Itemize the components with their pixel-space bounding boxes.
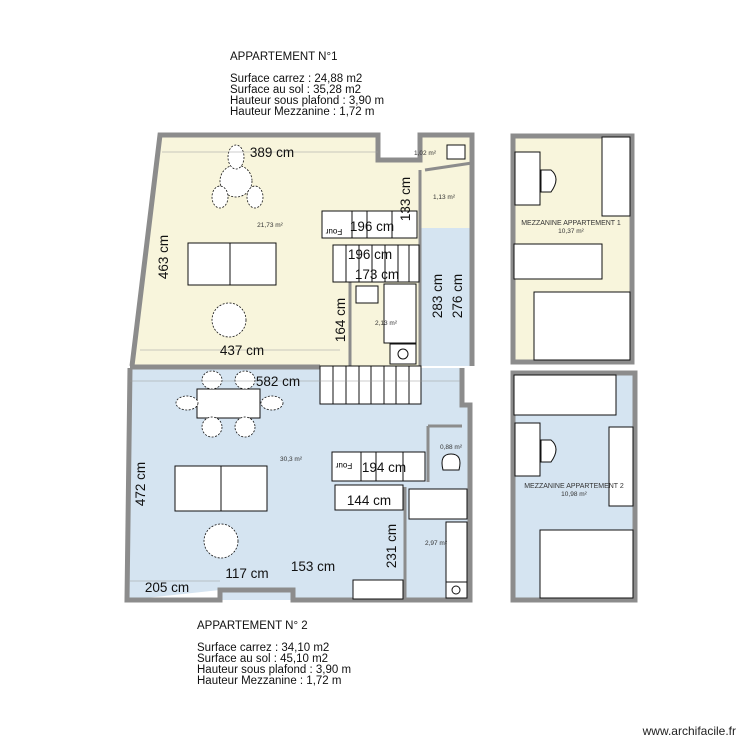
apartment2-line: Hauteur sous plafond : 3,90 m	[197, 664, 352, 676]
dimension-label: 194 cm	[362, 460, 406, 475]
apartment1-line: Surface carrez : 24,88 m2	[230, 73, 363, 85]
apartment1-info: APPARTEMENT N°1 Surface carrez : 24,88 m…	[230, 51, 385, 118]
oven-label: Four	[325, 227, 342, 236]
dimension-label: 153 cm	[291, 559, 335, 574]
bed	[533, 291, 631, 361]
watermark: www.archifacile.fr	[642, 724, 736, 738]
apartment1-line: Hauteur sous plafond : 3,90 m	[230, 95, 385, 107]
dimension-label: 117 cm	[225, 566, 268, 581]
area-label: 2,13 m²	[375, 320, 398, 327]
apartment2-line: Surface carrez : 34,10 m2	[197, 642, 330, 654]
staircase-mezzanine1	[513, 243, 603, 280]
sofa	[187, 242, 277, 286]
cooktop	[375, 451, 404, 482]
shower	[383, 283, 417, 344]
dimension-label: 283 cm	[430, 274, 445, 318]
area-label: 0,88 m²	[440, 444, 463, 451]
dimension-label: 173 cm	[355, 267, 399, 282]
dimension-label: 582 cm	[256, 374, 300, 389]
apartment2-title: APPARTEMENT N° 2	[197, 620, 308, 632]
cooktop	[366, 210, 393, 239]
shower	[445, 521, 468, 583]
dimension-label: 463 cm	[156, 235, 171, 279]
chair	[211, 185, 229, 209]
mezzanine-name: MEZZANINE APPARTEMENT 1	[521, 220, 621, 227]
wardrobe	[601, 136, 631, 217]
dimension-label: 133 cm	[398, 177, 413, 221]
wall-apartment2	[124, 367, 473, 603]
chair	[246, 185, 264, 209]
mezzanine-area: 10,37 m²	[558, 228, 584, 235]
cabinet	[352, 579, 404, 600]
wardrobe	[608, 426, 634, 507]
staircase-1	[332, 244, 420, 283]
area-label: 30,3 m²	[280, 456, 303, 463]
counter	[334, 484, 404, 511]
fridge	[391, 210, 418, 239]
staircase-mezzanine2	[513, 374, 617, 416]
apartment1-line: Surface au sol : 35,28 m2	[230, 84, 362, 96]
staircase-2	[319, 365, 422, 405]
apartment2-line: Hauteur Mezzanine : 1,72 m	[197, 675, 342, 687]
chair	[540, 439, 557, 463]
dimension-label: 276 cm	[450, 274, 465, 318]
round-table	[211, 302, 247, 338]
apartment2-line: Surface au sol : 45,10 m2	[197, 653, 329, 665]
radiator	[408, 488, 468, 520]
wall-mezzanine1	[510, 133, 635, 365]
area-label: 21,73 m²	[257, 222, 283, 229]
chair	[227, 144, 245, 170]
apartment1-line: Hauteur Mezzanine : 1,72 m	[230, 106, 375, 118]
dimension-label: 196 cm	[348, 247, 392, 262]
dining-table	[196, 388, 261, 419]
toilet	[441, 453, 461, 471]
wall-mezzanine2	[510, 370, 638, 603]
dimension-label: 389 cm	[250, 145, 294, 160]
area-label: 2,97 m²	[425, 540, 448, 547]
bed	[539, 529, 634, 599]
washbasin	[355, 285, 379, 304]
dimension-label: 472 cm	[133, 462, 148, 506]
dimension-label: 196 cm	[350, 219, 394, 234]
apartment2-info: APPARTEMENT N° 2 Surface carrez : 34,10 …	[197, 620, 352, 687]
apartment1-title: APPARTEMENT N°1	[230, 51, 338, 63]
chair	[540, 169, 557, 193]
area-label: 1,02 m²	[414, 150, 437, 157]
mezzanine-name: MEZZANINE APPARTEMENT 2	[524, 483, 624, 490]
dimension-label: 231 cm	[384, 524, 399, 568]
dimension-label: 205 cm	[145, 580, 189, 595]
hall-floor	[420, 228, 470, 366]
mezzanine-area: 10,98 m²	[561, 491, 587, 498]
round-table	[203, 523, 239, 559]
desk	[514, 422, 541, 477]
dimension-label: 144 cm	[347, 493, 391, 508]
desk	[514, 151, 541, 206]
wall-wc1	[424, 161, 473, 172]
oven-label: Four	[335, 461, 352, 470]
oven	[321, 210, 353, 239]
dimension-label: 437 cm	[220, 343, 264, 358]
area-label: 1,13 m²	[433, 194, 456, 201]
fridge	[402, 451, 426, 482]
wall-apartment1	[129, 132, 475, 367]
toilet	[446, 144, 466, 160]
dimension-label: 164 cm	[333, 298, 348, 342]
